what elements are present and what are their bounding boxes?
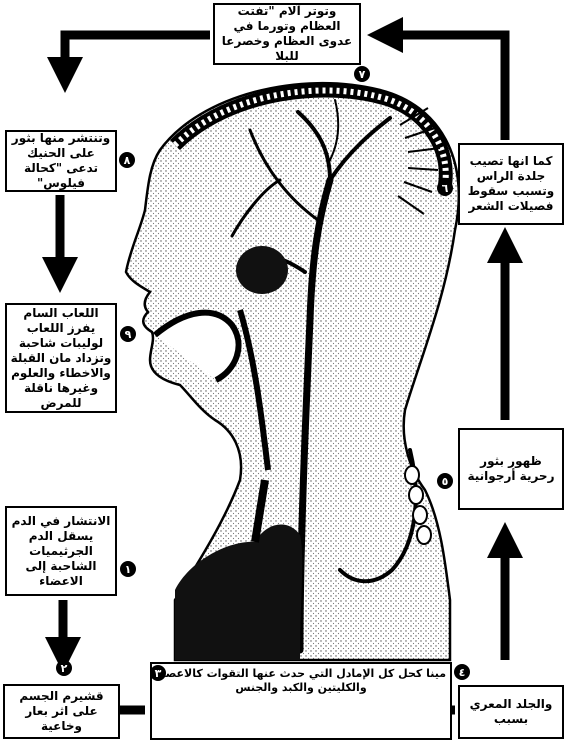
step-3-box: مينا كحل كل الإمادل التي حدث عنها التقوا… xyxy=(150,662,452,740)
step-7-number: ٧ xyxy=(354,66,370,82)
step-3-number: ٣ xyxy=(150,665,166,681)
step-2-number: ٢ xyxy=(56,660,72,676)
step-9-text: اللعاب السام يفرز اللعاب لوليبات شاحبة و… xyxy=(10,306,112,411)
step-4-text: والجلد المعري بسبب xyxy=(463,697,559,727)
step-7-text: وتوتر آلام "تفتت العظام وتورما في عدوى ا… xyxy=(218,4,356,64)
step-5-number: ٥ xyxy=(437,473,453,489)
step-4-box: والجلد المعري بسبب xyxy=(458,685,564,739)
step-1-text: الانتشار في الدم يسقل الدم الجرثيميات ال… xyxy=(10,514,112,589)
step-3-text: مينا كحل كل الإمادل التي حدث عنها التقوا… xyxy=(155,667,447,695)
step-4-number: ٤ xyxy=(454,664,470,680)
step-8-box: وتنتشر منها بثور على الحنيك تدعى "كحالة … xyxy=(5,130,117,192)
step-9-box: اللعاب السام يفرز اللعاب لوليبات شاحبة و… xyxy=(5,303,117,413)
step-5-box: ظهور بثور رحرية أرجوانية xyxy=(458,428,564,510)
heart xyxy=(175,525,302,660)
step-8-number: ٨ xyxy=(119,152,135,168)
step-9-number: ٩ xyxy=(120,326,136,342)
step-2-text: قشيرم الجسم على اثر بعار وخاعية xyxy=(8,689,115,734)
step-1-box: الانتشار في الدم يسقل الدم الجرثيميات ال… xyxy=(5,506,117,596)
step-2-box: قشيرم الجسم على اثر بعار وخاعية xyxy=(3,684,120,739)
step-6-text: كما انها تصيب جلدة الراس وتسبب سقوط فصيل… xyxy=(463,154,559,214)
ear-lump xyxy=(236,246,288,294)
step-6-box: كما انها تصيب جلدة الراس وتسبب سقوط فصيل… xyxy=(458,143,564,225)
step-1-number: ١ xyxy=(120,561,136,577)
step-6-number: ٦ xyxy=(437,180,453,196)
step-5-text: ظهور بثور رحرية أرجوانية xyxy=(463,454,559,484)
step-7-box: وتوتر آلام "تفتت العظام وتورما في عدوى ا… xyxy=(213,3,361,65)
step-8-text: وتنتشر منها بثور على الحنيك تدعى "كحالة … xyxy=(10,131,112,191)
